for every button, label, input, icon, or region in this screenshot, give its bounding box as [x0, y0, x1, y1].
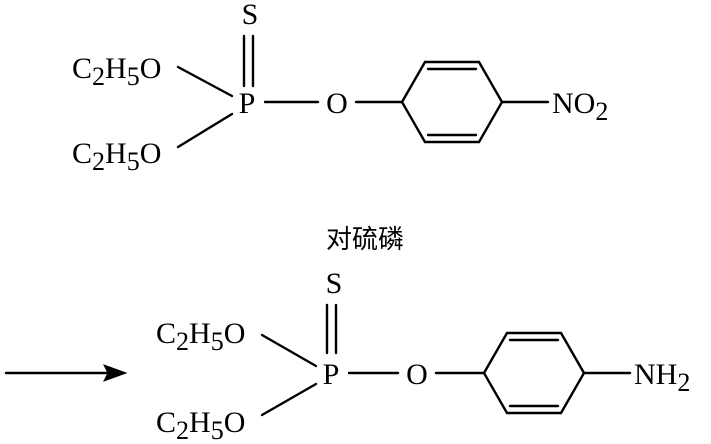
- reactant-ethoxy-lower-o: O: [140, 137, 162, 170]
- product-ethoxy-upper-o: O: [224, 317, 246, 350]
- reactant-name-label: 对硫磷: [326, 225, 404, 255]
- reactant-ethoxy-lower-sub2: 2: [92, 147, 105, 176]
- reaction-arrow-head: [102, 364, 128, 382]
- product-bridge-oxygen-atom: O: [406, 358, 428, 391]
- product-ethoxy-lower-c: C: [156, 406, 176, 439]
- reactant-ethoxy-upper-sub2: 2: [92, 62, 105, 91]
- product-ethoxy-lower-o: O: [224, 406, 246, 439]
- reactant-nitro-group: NO2: [552, 87, 608, 126]
- product-structure: S P C2H5O C2H5O O NH2: [156, 267, 690, 444]
- reactant-upper-po-bond: [176, 65, 234, 98]
- product-lower-po-bond: [260, 382, 318, 417]
- reactant-phosphorus-atom: P: [239, 87, 256, 120]
- product-ethoxy-upper-sub5: 5: [211, 327, 224, 356]
- product-ethoxy-lower-h: H: [189, 406, 211, 439]
- product-sulfur-atom: S: [326, 267, 343, 300]
- product-amino-group: NH2: [634, 358, 690, 397]
- product-ethoxy-upper-h: H: [189, 317, 211, 350]
- reactant-nitro-sub: 2: [595, 97, 608, 126]
- product-benzene-ring: [482, 331, 586, 415]
- reactant-nitro-main: NO: [552, 87, 595, 120]
- reactant-ethoxy-upper-sub5: 5: [127, 62, 140, 91]
- reactant-ethoxy-lower-sub5: 5: [127, 147, 140, 176]
- reactant-ethoxy-upper-c: C: [72, 52, 92, 85]
- product-phosphorus-atom: P: [323, 358, 340, 391]
- reactant-benzene-ring: [400, 60, 504, 144]
- product-ethoxy-lower-sub5: 5: [211, 416, 224, 444]
- product-ethoxy-lower-sub2: 2: [176, 416, 189, 444]
- product-amino-sub: 2: [677, 368, 690, 397]
- reactant-lower-po-bond: [176, 112, 234, 149]
- reactant-sulfur-atom: S: [242, 0, 259, 31]
- product-ethoxy-upper: C2H5O: [156, 317, 245, 356]
- reactant-ethoxy-lower: C2H5O: [72, 137, 161, 176]
- product-amino-main: NH: [634, 358, 677, 391]
- reactant-ethoxy-upper-h: H: [105, 52, 127, 85]
- reaction-arrow: [4, 364, 128, 382]
- reactant-ethoxy-upper: C2H5O: [72, 52, 161, 91]
- product-ethoxy-upper-sub2: 2: [176, 327, 189, 356]
- product-ethoxy-lower: C2H5O: [156, 406, 245, 444]
- product-ethoxy-upper-c: C: [156, 317, 176, 350]
- reactant-ethoxy-upper-o: O: [140, 52, 162, 85]
- reactant-bridge-oxygen-atom: O: [326, 87, 348, 120]
- reactant-ethoxy-lower-h: H: [105, 137, 127, 170]
- reactant-structure: S P C2H5O C2H5O O NO2: [72, 0, 608, 176]
- product-upper-po-bond: [260, 333, 318, 368]
- reactant-ethoxy-lower-c: C: [72, 137, 92, 170]
